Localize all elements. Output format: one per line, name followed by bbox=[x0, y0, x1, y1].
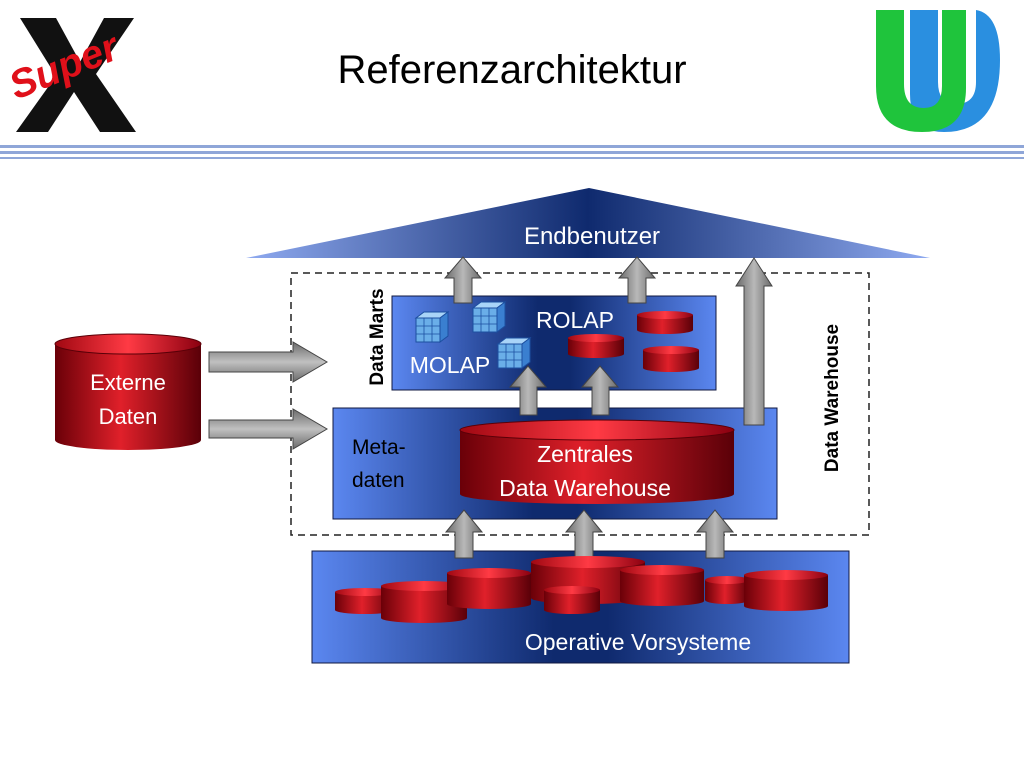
zentrales-dw-cylinder bbox=[459, 419, 735, 504]
operative-cylinder-2 bbox=[381, 581, 467, 623]
externe-daten-line1: Externe bbox=[90, 370, 166, 395]
arrow-up-operative-3 bbox=[695, 509, 735, 559]
arrow-up-dw-to-marts-2 bbox=[580, 365, 620, 416]
operative-cylinder-3 bbox=[447, 568, 531, 609]
operative-cylinder-8 bbox=[744, 570, 828, 611]
rolap-cylinder-2 bbox=[568, 334, 624, 358]
header-rule-bottom bbox=[0, 157, 1024, 159]
operative-cylinder-6 bbox=[620, 565, 704, 606]
externe-daten-line2: Daten bbox=[99, 404, 158, 429]
operative-cylinder-5 bbox=[544, 586, 600, 614]
rolap-cylinder-3 bbox=[643, 346, 699, 372]
endbenutzer-roof bbox=[246, 188, 930, 258]
operative-label: Operative Vorsysteme bbox=[525, 629, 751, 655]
metadaten-line2: daten bbox=[352, 469, 405, 492]
zentrales-line2: Data Warehouse bbox=[499, 475, 671, 501]
data-warehouse-label: Data Warehouse bbox=[822, 324, 843, 472]
olap-cube-icon bbox=[471, 301, 507, 333]
header-rule-top bbox=[0, 145, 1024, 148]
olap-cube-icon bbox=[414, 311, 450, 343]
arrow-right-externe-2 bbox=[208, 408, 328, 450]
operative-cylinder-7 bbox=[705, 576, 749, 604]
olap-cube-icon bbox=[496, 337, 532, 369]
slide-title: Referenzarchitektur bbox=[337, 48, 687, 92]
data-marts-label: Data Marts bbox=[367, 288, 388, 385]
molap-label: MOLAP bbox=[410, 352, 491, 378]
superx-logo-icon: Super bbox=[8, 18, 136, 132]
externe-daten-cylinder bbox=[54, 333, 202, 450]
arrow-up-operative-1 bbox=[444, 509, 484, 559]
metadaten-line1: Meta- bbox=[352, 436, 406, 459]
rolap-cylinder-1 bbox=[637, 311, 693, 334]
arrow-up-rolap bbox=[617, 256, 657, 304]
arrow-up-dw-to-marts-1 bbox=[508, 365, 548, 416]
arrow-right-externe-1 bbox=[208, 341, 328, 383]
arrow-up-operative-2 bbox=[564, 509, 604, 559]
rolap-label: ROLAP bbox=[536, 307, 614, 333]
endbenutzer-label: Endbenutzer bbox=[524, 223, 660, 250]
zentrales-line1: Zentrales bbox=[537, 441, 633, 467]
header-rule-mid bbox=[0, 151, 1024, 154]
arrow-up-dw-to-users bbox=[735, 257, 773, 426]
ud-logo-icon bbox=[876, 10, 1000, 132]
operative-cylinder-1 bbox=[335, 588, 395, 614]
arrow-up-molap bbox=[443, 256, 483, 304]
